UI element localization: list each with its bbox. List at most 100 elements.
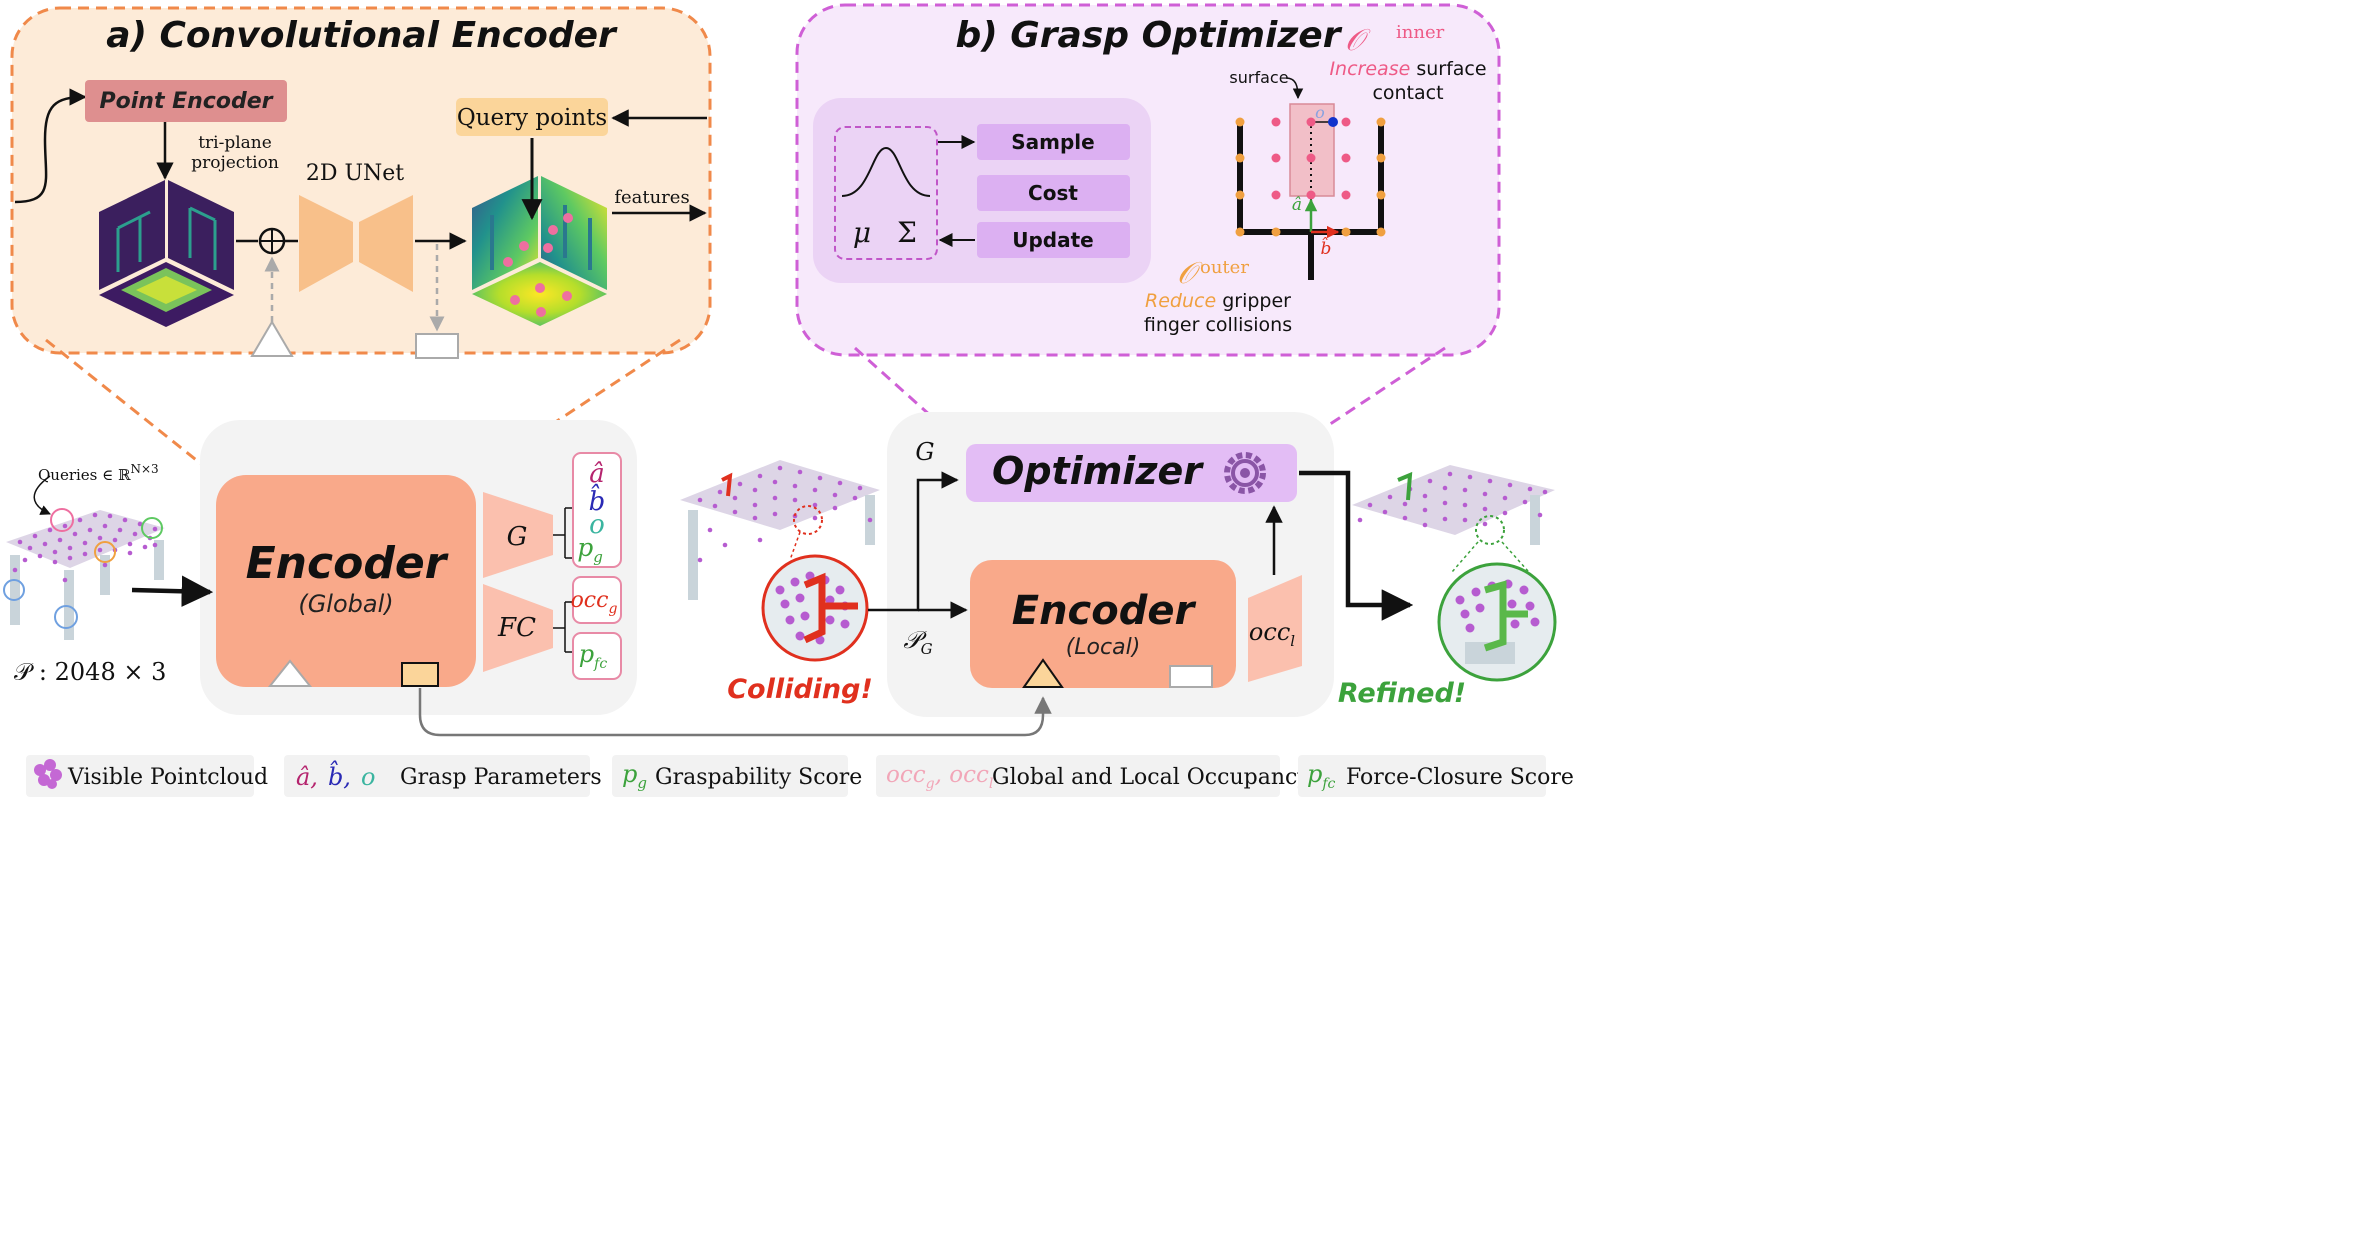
pointcloud-to-encoder-arrow <box>131 575 214 608</box>
pg-input-label: 𝒫G <box>903 626 932 658</box>
zoom-guide <box>1501 541 1546 591</box>
query-sphere <box>141 517 163 539</box>
legend-item-force-closure <box>1298 755 1546 797</box>
pointcloud-dots <box>1357 471 1548 528</box>
local-encoder-subtitle: (Local) <box>1066 635 1141 660</box>
query-sphere <box>54 605 78 629</box>
head-g-label: G <box>507 522 528 552</box>
table-leg <box>64 570 74 640</box>
legend-grasp-syms: â,b̂,o <box>296 760 375 791</box>
legend-item-graspability <box>612 755 848 797</box>
latent-skip-connection-arrow <box>418 688 1052 737</box>
gear-icon <box>1224 452 1266 494</box>
legend-grasp-params-text: Grasp Parameters <box>400 765 602 790</box>
inner-contact-points <box>1271 117 1351 200</box>
param-pg-label: pg <box>577 533 603 566</box>
global-encoder-box <box>216 475 476 687</box>
table-leg <box>10 555 20 625</box>
legend-occ-syms: occg, occl <box>886 762 993 792</box>
table-leg <box>688 510 698 600</box>
table-leg <box>1530 495 1540 545</box>
triplane-left-stroke-3 <box>117 210 151 230</box>
legend: Visible Pointcloud â,b̂,o Grasp Paramete… <box>26 755 1574 797</box>
triplane-right-face <box>168 180 234 290</box>
legend-item-occupancy <box>876 755 1280 797</box>
colliding-grasp-pointcloud: Colliding! <box>680 460 880 705</box>
query-dot <box>503 257 513 267</box>
query-dot <box>535 283 545 293</box>
panel-a-convolutional-encoder: a) Convolutional Encoder Point Encoder t… <box>10 6 712 359</box>
fc-head-bracket <box>553 601 573 653</box>
triplane-left-face <box>99 180 165 290</box>
grasp-params-output-box <box>572 452 622 568</box>
local-latent-marker-icon <box>401 662 439 687</box>
optimizer-box <box>966 444 1297 502</box>
legend-occupancy-text: Global and Local Occupancy <box>992 765 1310 790</box>
zoom-guide <box>1451 541 1479 573</box>
query-dot <box>543 243 553 253</box>
g-input-label: G <box>915 438 934 466</box>
inner-objective-desc-1: Increase surface <box>1329 58 1486 80</box>
pointcloud-dots <box>697 465 873 563</box>
local-encoder-title: Encoder <box>1012 588 1197 634</box>
legend-pfc-sym: pfc <box>1307 760 1336 792</box>
features-label: features <box>614 187 689 208</box>
o-label: o <box>1315 103 1325 122</box>
pointcloud-cluster-icon <box>34 759 62 789</box>
small-refined-gripper-icon <box>1397 471 1413 501</box>
b-vector-label: b̂ <box>1321 237 1332 259</box>
query-dot <box>519 241 529 251</box>
param-a-label: â <box>589 459 605 489</box>
inner-objective-desc-2: contact <box>1372 82 1443 104</box>
global-latent-marker-icon <box>1022 658 1064 688</box>
fc-head-shape <box>483 584 553 672</box>
query-dot <box>548 225 558 235</box>
refined-label: Refined! <box>1338 678 1466 709</box>
global-latent-marker-icon <box>267 659 313 687</box>
colliding-to-optimizer-arrow <box>868 471 959 612</box>
table-leg <box>100 555 110 595</box>
point-encoder-box <box>85 80 287 122</box>
small-colliding-gripper-icon <box>721 472 733 497</box>
unet-label: 2D UNet <box>306 161 404 186</box>
update-label: Update <box>1012 228 1094 252</box>
triplane-label-2: projection <box>191 153 279 173</box>
feature-bottom-face <box>472 262 607 326</box>
colliding-zoom-circle <box>761 554 869 662</box>
table-leg-zoom <box>1465 642 1515 664</box>
origin-dot <box>1328 117 1338 127</box>
outer-collision-points <box>1235 117 1386 237</box>
occ-g-output-box <box>572 576 622 624</box>
sigma-label: Σ <box>897 216 917 249</box>
distribution-box <box>834 126 938 260</box>
query-points-label: Query points <box>457 105 607 131</box>
occ-g-label: occg <box>571 588 618 617</box>
triplane-feature-cube <box>99 180 234 327</box>
global-encoder-title: Encoder <box>246 538 449 589</box>
pfc-output-box <box>572 632 622 680</box>
query-dot <box>510 295 520 305</box>
panel-b-title: b) Grasp Optimizer <box>956 15 1343 56</box>
collision-focus-ring <box>793 505 823 535</box>
table-leg <box>154 540 164 580</box>
surface-label: surface <box>1229 68 1288 87</box>
colliding-label: Colliding! <box>727 674 873 705</box>
panel-b-grasp-optimizer: b) Grasp Optimizer μ Σ Sample Cost Updat… <box>795 3 1501 357</box>
query-sphere <box>3 579 25 601</box>
query-dot <box>563 213 573 223</box>
input-to-point-encoder-arrow <box>14 88 87 204</box>
surface-pointer-arrow <box>1285 77 1304 100</box>
refined-focus-ring <box>1475 515 1505 545</box>
legend-graspability-text: Graspability Score <box>655 765 862 790</box>
optimizer-to-refined-arrow <box>1299 470 1414 621</box>
g-head-bracket <box>553 507 573 559</box>
table-top-surface <box>680 460 880 530</box>
panel-a-title: a) Convolutional Encoder <box>106 15 618 56</box>
mu-label: μ <box>853 216 871 249</box>
colliding-gripper-icon <box>803 572 858 644</box>
global-encoder-subtitle: (Global) <box>298 590 393 618</box>
local-latent-rect-icon <box>415 333 459 359</box>
outer-objective-desc-1: Reduce gripper <box>1145 290 1291 312</box>
optimizer-label: Optimizer <box>992 449 1204 493</box>
